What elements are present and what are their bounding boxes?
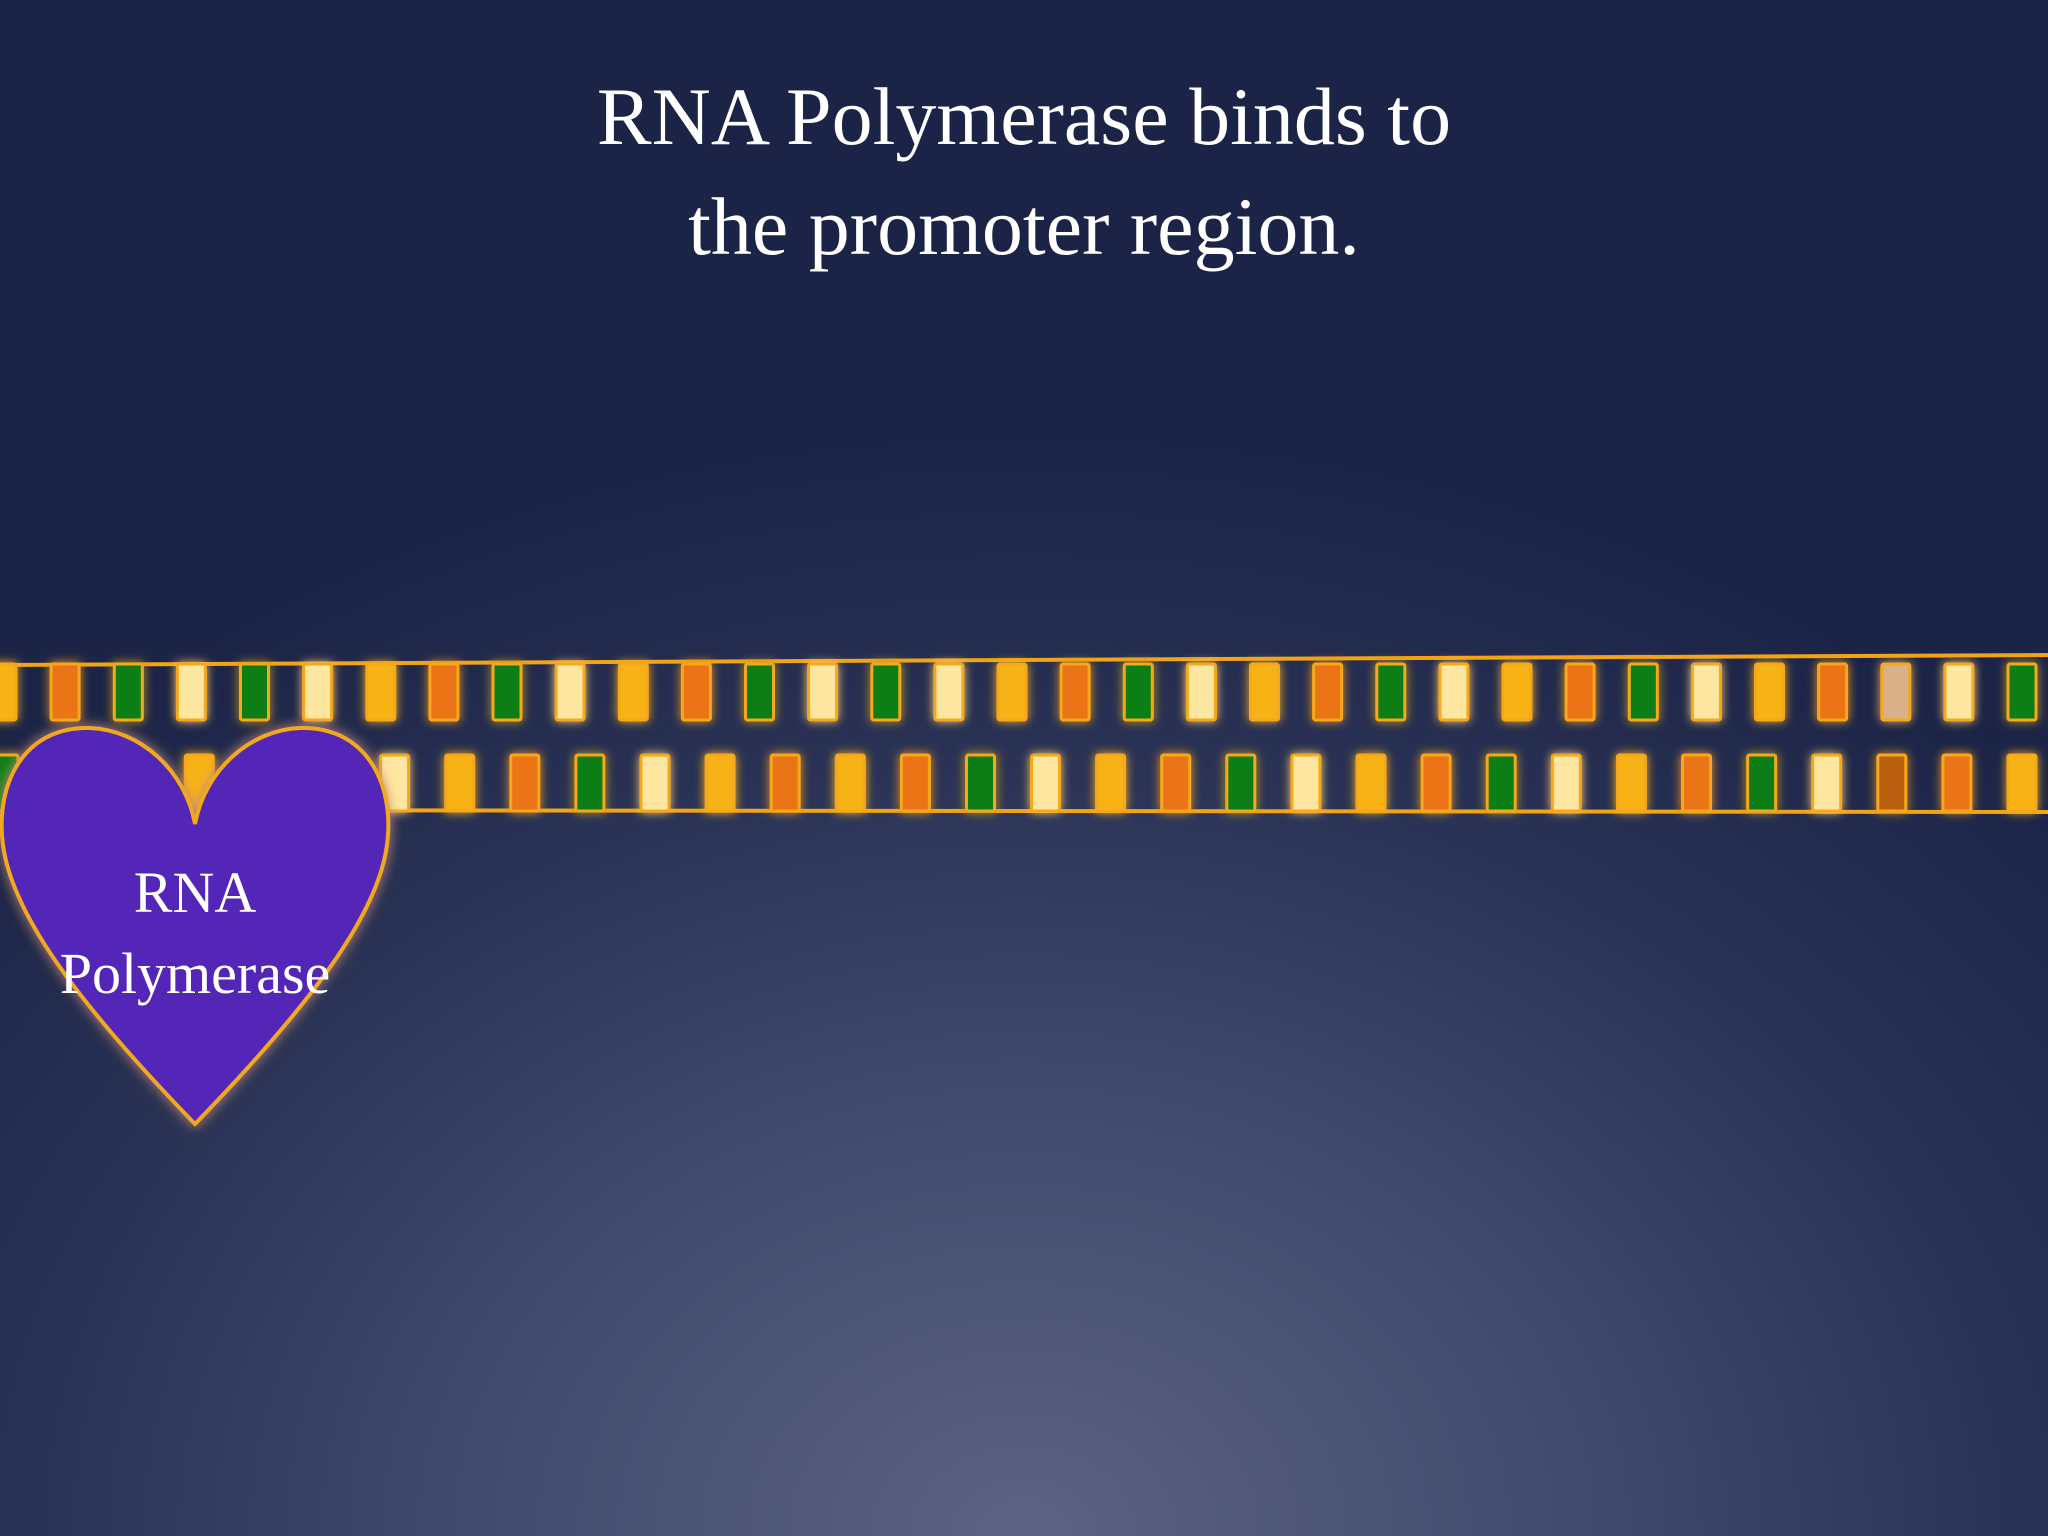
dna-backbone-top xyxy=(0,653,2048,667)
bottom-base-green xyxy=(1485,753,1517,813)
bottom-base-orange xyxy=(1420,753,1452,813)
top-base-orange xyxy=(1059,662,1091,722)
bottom-base-yellow xyxy=(834,753,866,813)
top-base-green xyxy=(870,662,902,722)
bottom-base-orange xyxy=(1160,753,1192,813)
top-base-green xyxy=(112,662,144,722)
bottom-base-yellow xyxy=(1615,753,1647,813)
bottom-base-orange xyxy=(899,753,931,813)
top-base-pale xyxy=(554,662,586,722)
top-base-green xyxy=(744,662,775,722)
slide-title: RNA Polymerase binds to the promoter reg… xyxy=(0,62,2048,282)
top-base-orange xyxy=(428,662,460,722)
bottom-base-yellow xyxy=(1355,753,1387,813)
enzyme-label-line-2: Polymerase xyxy=(60,941,331,1006)
top-base-orange xyxy=(1312,662,1344,722)
bottom-base-orange xyxy=(509,753,541,813)
rna-polymerase: RNA Polymerase xyxy=(0,725,391,1127)
enzyme-label-line-1: RNA xyxy=(134,860,257,925)
top-base-green xyxy=(1627,662,1659,722)
bottom-base-yellow xyxy=(444,753,476,813)
bottom-base-pale xyxy=(639,753,671,813)
rna-polymerase-heart-shape xyxy=(0,725,391,1127)
top-base-orange xyxy=(680,662,712,722)
bottom-base-orange xyxy=(769,753,801,813)
bottom-base-pale xyxy=(1290,753,1322,813)
top-base-green xyxy=(491,662,523,722)
bottom-base-yellow xyxy=(2006,753,2038,813)
top-base-pale xyxy=(302,662,334,722)
top-base-pale xyxy=(933,662,965,722)
top-base-green xyxy=(2006,662,2038,722)
top-base-yellow xyxy=(617,662,649,722)
bottom-base-pale xyxy=(1550,753,1582,813)
top-base-green xyxy=(1375,662,1407,722)
top-base-green xyxy=(1122,662,1154,722)
top-base-pale xyxy=(175,662,207,722)
bottom-base-yellow xyxy=(704,753,736,813)
top-base-yellow xyxy=(1501,662,1533,722)
title-line-1: RNA Polymerase binds to xyxy=(596,71,1452,162)
top-base-yellow xyxy=(365,662,397,722)
top-base-pale xyxy=(807,662,839,722)
top-base-orange xyxy=(1564,662,1596,722)
top-base-pale xyxy=(1185,662,1217,722)
bottom-base-pale xyxy=(1811,753,1843,813)
top-base-pale xyxy=(1943,662,1975,722)
bottom-base-green xyxy=(1225,753,1257,813)
top-base-orange xyxy=(1817,662,1849,722)
top-base-yellow xyxy=(1249,662,1280,722)
top-base-yellow xyxy=(0,662,18,722)
title-line-2: the promoter region. xyxy=(688,181,1360,272)
top-strand-bases xyxy=(0,662,2038,722)
top-base-yellow xyxy=(996,662,1028,722)
bottom-base-orange xyxy=(1941,753,1973,813)
bottom-base-green xyxy=(574,753,606,813)
bottom-base-green xyxy=(965,753,996,813)
top-base-orange xyxy=(49,662,81,722)
bottom-base-orange xyxy=(1681,753,1712,813)
bottom-base-brown xyxy=(1876,753,1908,813)
top-base-pale xyxy=(1690,662,1722,722)
top-base-yellow xyxy=(1754,662,1785,722)
bottom-base-green xyxy=(1746,753,1778,813)
bottom-base-yellow xyxy=(1095,753,1127,813)
top-base-green xyxy=(239,662,270,722)
bottom-base-pale xyxy=(1030,753,1061,813)
top-base-pale xyxy=(1438,662,1470,722)
top-base-tan xyxy=(1880,662,1912,722)
